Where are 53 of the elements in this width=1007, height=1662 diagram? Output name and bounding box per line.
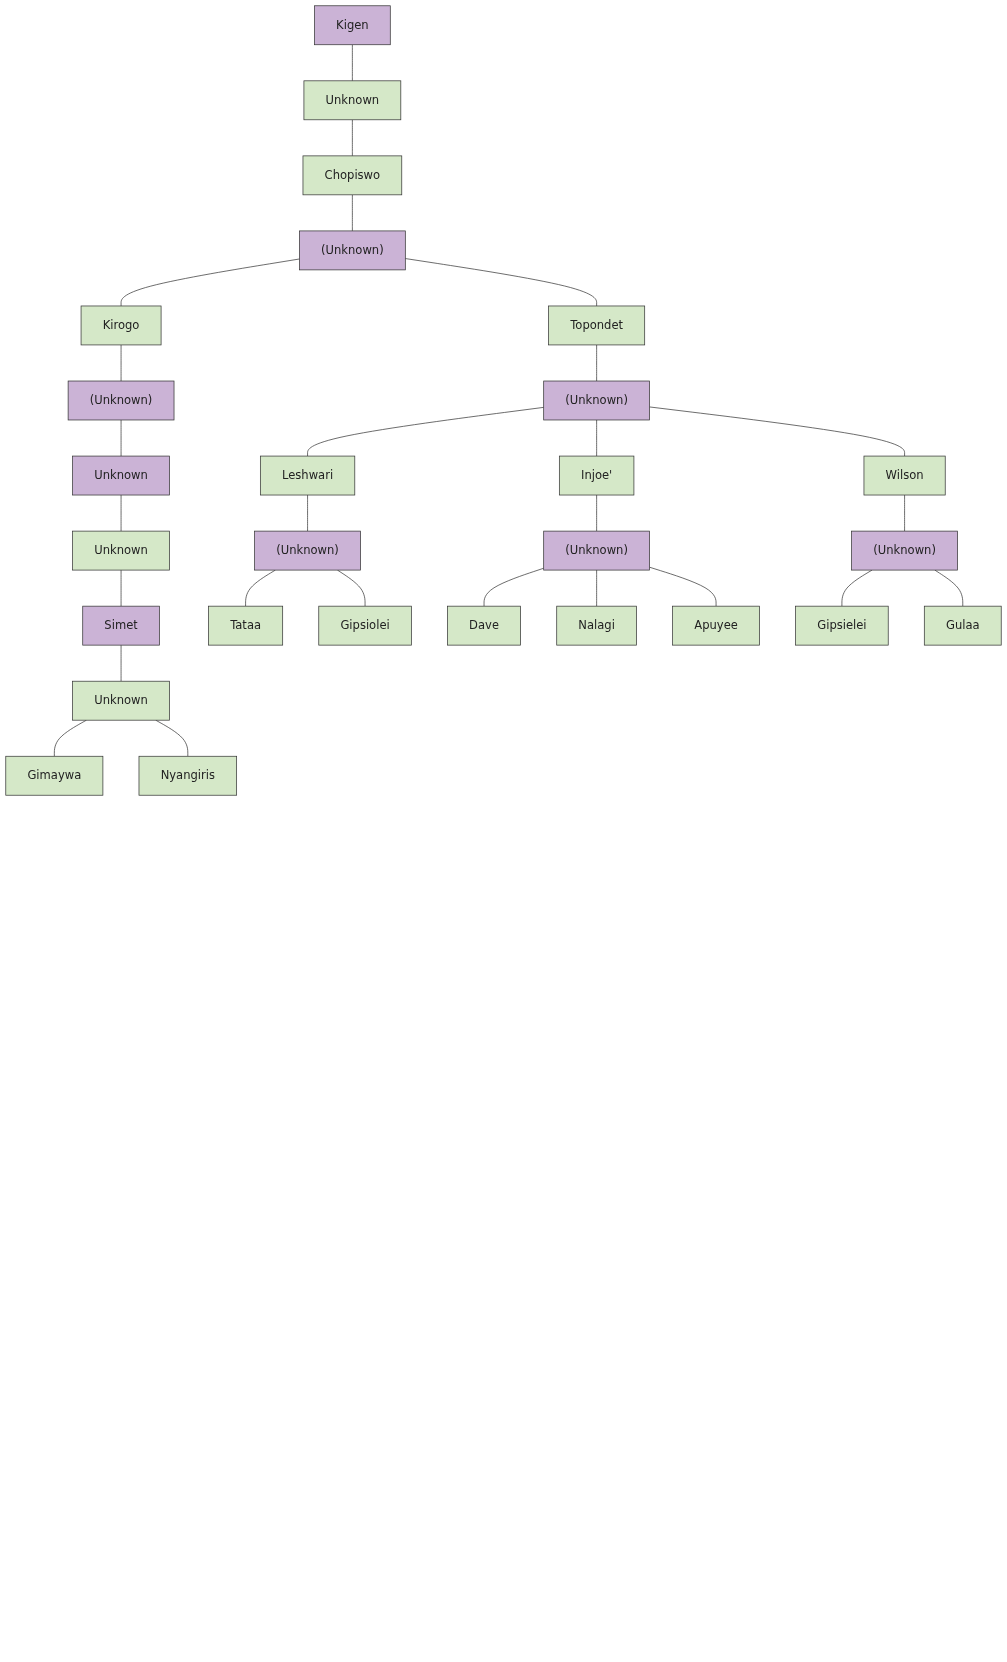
connector [596,344,597,382]
connector [904,494,905,532]
connector [352,194,353,232]
node-box: Gipsiolei [318,605,412,646]
node-box: Topondet [548,305,646,346]
node-box: (Unknown) [254,530,361,571]
node-box: (Unknown) [851,530,958,571]
node-box: Nalagi [556,605,637,646]
node-box: (Unknown) [67,380,175,421]
node-box: Nyangiris [138,755,237,796]
node-box: Wilson [863,455,946,496]
connector [404,258,597,307]
connector [307,407,545,457]
node-box: Gulaa [923,605,1002,646]
connector [649,566,717,607]
connector [307,494,308,532]
node-box: Simet [82,605,160,646]
connector [596,494,597,532]
connector [245,569,276,607]
node-box: (Unknown) [543,380,650,421]
node-box: Chopiswo [302,155,403,196]
node-box: Unknown [72,680,170,721]
connector [649,406,905,457]
connector [596,569,597,607]
node-box: Unknown [72,455,170,496]
connector [120,258,300,307]
connector [352,119,353,157]
node-box: Kirogo [80,305,162,346]
connector [120,644,122,682]
connector [120,494,122,532]
node-box: Gimaywa [5,755,104,796]
node-box: Dave [447,605,521,646]
connector [120,419,122,457]
connector [155,719,189,757]
connector [54,719,87,757]
node-box: Apuyee [672,605,760,646]
node-box: Tataa [208,605,284,646]
node-box: Injoe' [559,455,635,496]
node-box: Leshwari [260,455,356,496]
node-box: (Unknown) [299,230,406,271]
node-box: Unknown [303,80,402,121]
connector [120,344,122,382]
connector [934,569,964,607]
connector [337,569,366,607]
connector [352,44,353,82]
connector [120,569,122,607]
node-box: Gipsielei [795,605,889,646]
connector [841,569,873,607]
connector [596,419,597,457]
node-box: Kigen [314,5,391,46]
connector [483,567,545,607]
node-box: (Unknown) [543,530,650,571]
node-box: Unknown [72,530,170,571]
